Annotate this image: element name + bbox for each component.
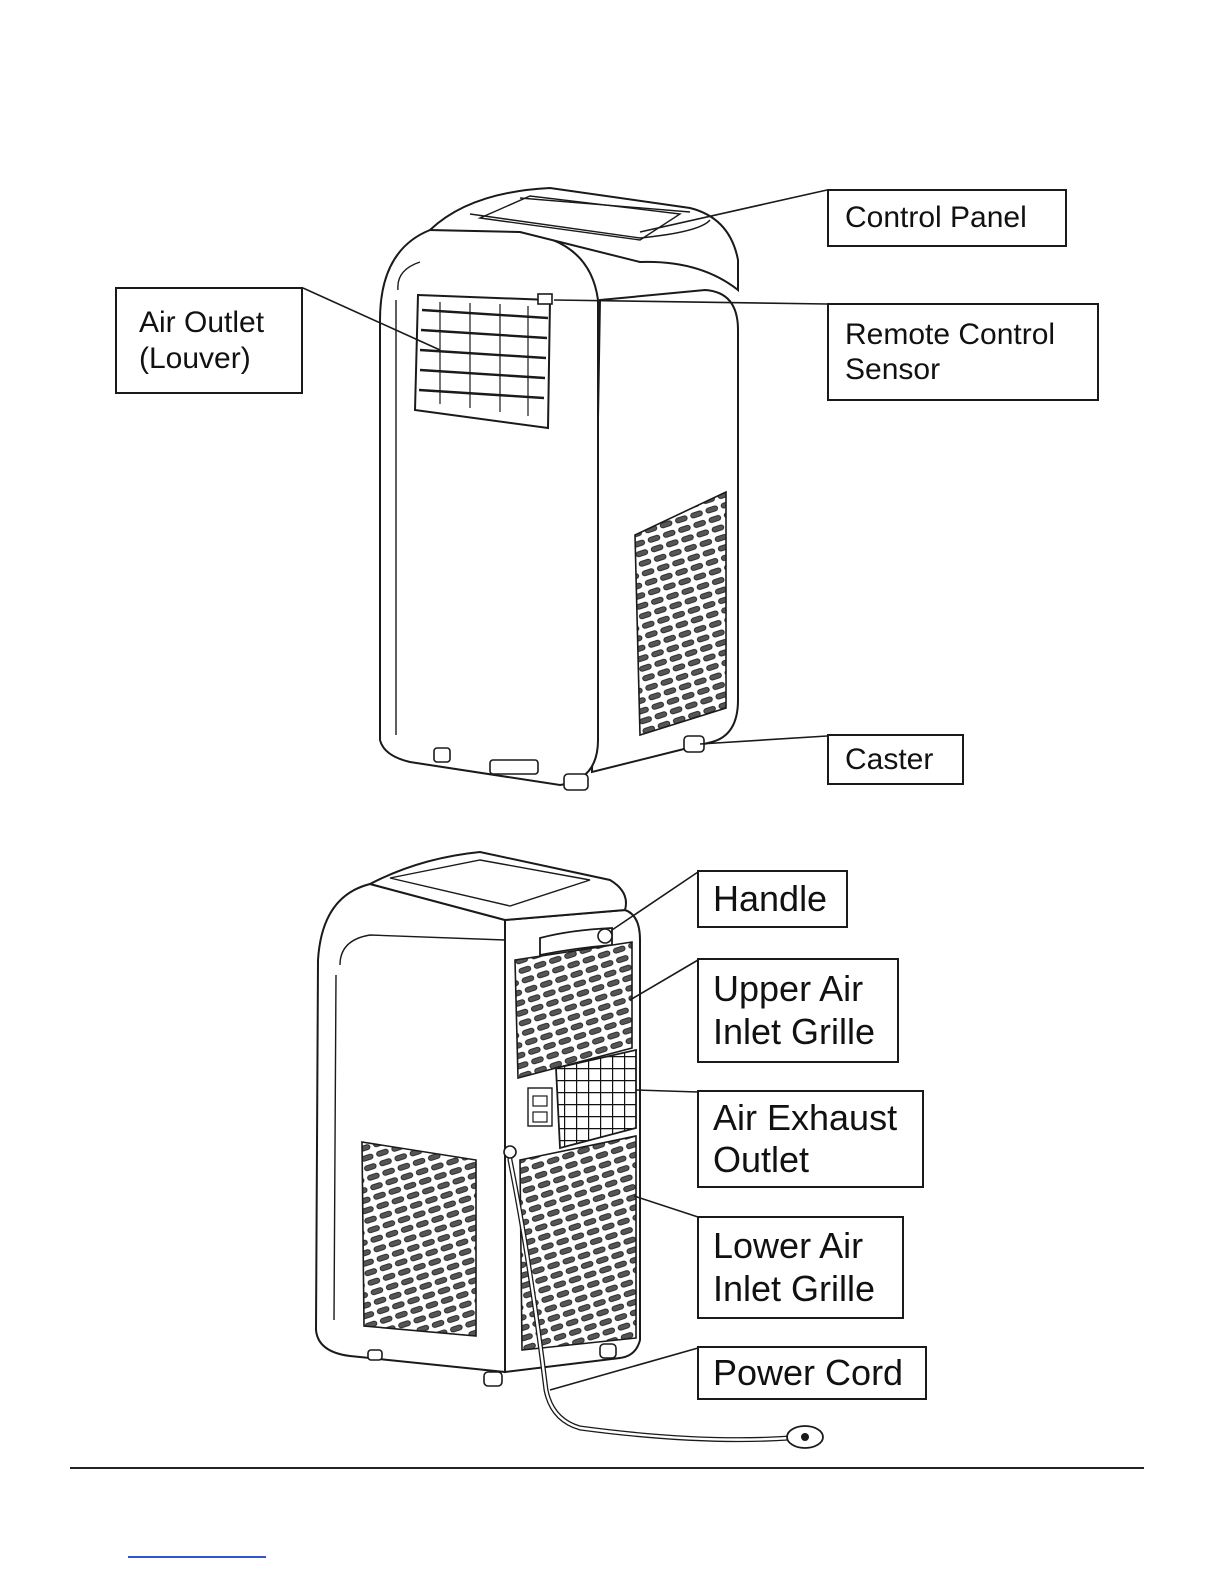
- callout-power-cord: Power Cord: [697, 1346, 927, 1400]
- callout-control-panel: Control Panel: [827, 189, 1067, 247]
- front-side-grille: [635, 492, 726, 735]
- callout-upper-grille: Upper Air Inlet Grille: [697, 958, 899, 1063]
- label-caster: Caster: [845, 742, 962, 777]
- footer-link-underline[interactable]: [128, 1556, 266, 1558]
- label-remote-sensor-line2: Sensor: [845, 352, 1097, 387]
- leader-lower-grille: [634, 1196, 698, 1217]
- callout-handle: Handle: [697, 870, 848, 928]
- callout-caster: Caster: [827, 734, 964, 785]
- label-control-panel: Control Panel: [845, 200, 1065, 235]
- callout-air-outlet: Air Outlet (Louver): [115, 287, 303, 394]
- label-lower-grille-line1: Lower Air: [713, 1225, 902, 1267]
- label-air-outlet-line2: (Louver): [139, 341, 301, 376]
- remote-sensor-window: [538, 294, 552, 304]
- label-exhaust-line2: Outlet: [713, 1139, 922, 1181]
- label-exhaust-line1: Air Exhaust: [713, 1097, 922, 1139]
- back-side-grille: [362, 1142, 476, 1336]
- label-handle: Handle: [713, 878, 846, 920]
- label-power-cord: Power Cord: [713, 1352, 925, 1394]
- label-upper-grille-line1: Upper Air: [713, 968, 897, 1010]
- leader-exhaust: [636, 1090, 698, 1092]
- footer-divider: [70, 1467, 1144, 1469]
- label-remote-sensor-line1: Remote Control: [845, 317, 1097, 352]
- front-unit: [380, 188, 738, 790]
- label-air-outlet-line1: Air Outlet: [139, 305, 301, 340]
- callout-exhaust: Air Exhaust Outlet: [697, 1090, 924, 1188]
- label-lower-grille-line2: Inlet Grille: [713, 1268, 902, 1310]
- label-upper-grille-line2: Inlet Grille: [713, 1011, 897, 1053]
- callout-remote-sensor: Remote Control Sensor: [827, 303, 1099, 401]
- callout-lower-grille: Lower Air Inlet Grille: [697, 1216, 904, 1319]
